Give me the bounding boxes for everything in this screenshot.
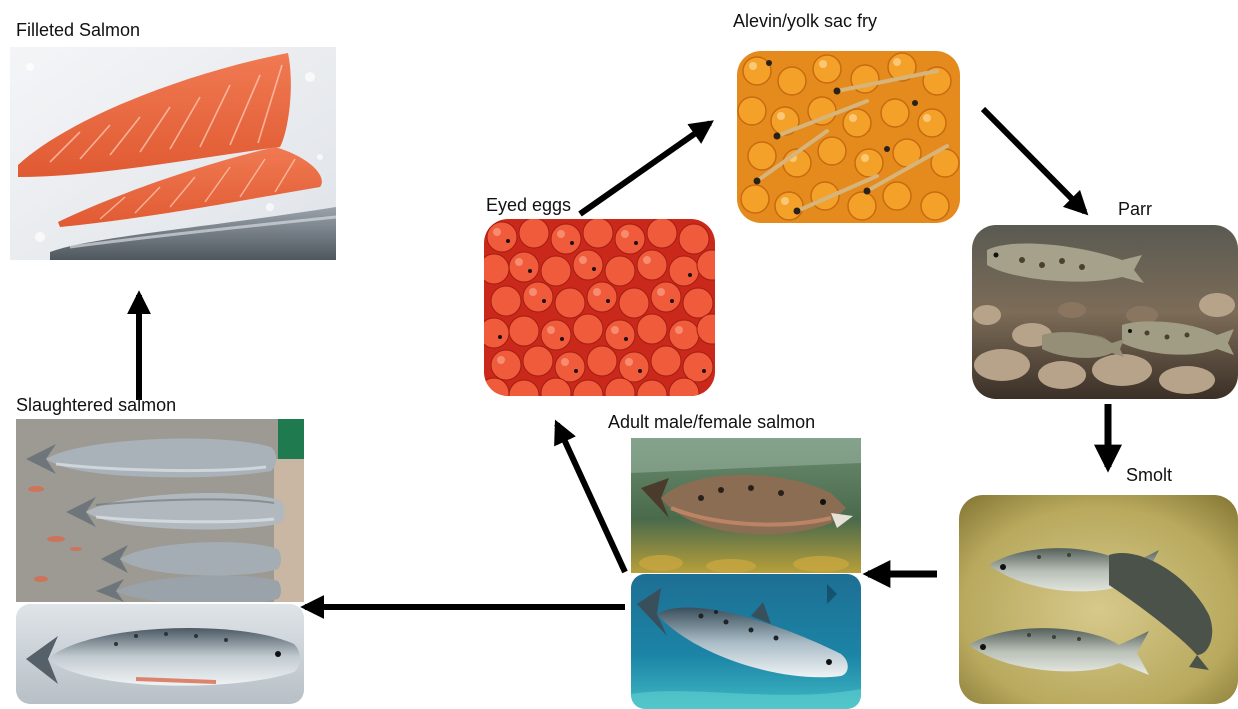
label-smolt: Smolt xyxy=(1126,464,1172,486)
label-adult-salmon: Adult male/female salmon xyxy=(608,411,815,433)
arrow-alevin-to-parr xyxy=(983,109,1085,212)
arrow-adult-to-eyed-eggs xyxy=(557,424,625,572)
smolt-photo xyxy=(959,495,1238,704)
filleted-salmon-photo xyxy=(10,47,336,260)
adult-salmon-river-photo xyxy=(631,438,861,573)
adult-salmon-sea-photo xyxy=(631,574,861,709)
label-parr: Parr xyxy=(1118,198,1152,220)
whole-salmon-photo xyxy=(16,604,304,704)
label-filleted-salmon: Filleted Salmon xyxy=(16,19,140,41)
arrow-eyed-eggs-to-alevin xyxy=(580,123,710,214)
label-slaughtered-salmon: Slaughtered salmon xyxy=(16,394,176,416)
alevin-photo xyxy=(737,51,960,223)
slaughtered-salmon-photo xyxy=(16,419,304,602)
parr-photo xyxy=(972,225,1238,399)
eyed-eggs-photo xyxy=(484,219,715,396)
label-eyed-eggs: Eyed eggs xyxy=(486,194,571,216)
label-alevin: Alevin/yolk sac fry xyxy=(733,10,877,32)
